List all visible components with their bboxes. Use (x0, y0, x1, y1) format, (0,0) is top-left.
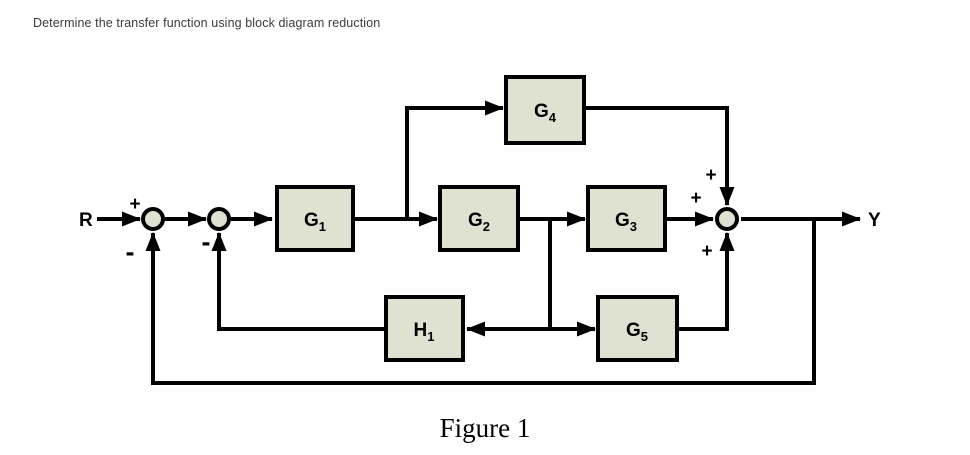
block-g2: G2 (438, 185, 520, 252)
block-g3-rect (586, 185, 667, 252)
wire-g5-to-sum3 (677, 232, 735, 331)
block-g4: G4 (504, 75, 586, 145)
wire-g4-to-sum3 (584, 106, 735, 206)
summing-junction-3 (715, 207, 739, 231)
block-g1: G1 (275, 185, 355, 252)
block-h1: H1 (384, 295, 465, 362)
block-g4-label: G4 (534, 101, 557, 125)
block-g5-rect (596, 295, 679, 362)
sum3-bottom-plus-sign: + (701, 241, 712, 262)
summing-junction-1 (141, 207, 165, 231)
wire-h1-to-sum2 (211, 232, 386, 331)
sum1-minus-sign: - (126, 237, 135, 267)
input-label: R (79, 210, 93, 231)
wire-branch-to-g4 (405, 100, 504, 219)
figure-caption: Figure 1 (439, 413, 531, 443)
block-g5-label: G5 (626, 320, 648, 344)
block-g1-label: G1 (304, 210, 326, 234)
block-g3: G3 (586, 185, 667, 252)
sum3-top-plus-sign: + (705, 165, 716, 186)
sum3-left-plus-sign: + (690, 188, 701, 209)
summing-junction-2 (207, 207, 231, 231)
sum2-minus-sign: - (202, 227, 211, 257)
block-g4-rect (504, 75, 586, 145)
block-h1-rect (384, 295, 465, 362)
block-h1-label: H1 (414, 320, 435, 344)
question-text: Determine the transfer function using bl… (33, 16, 381, 30)
block-g2-label: G2 (468, 210, 490, 234)
block-g5: G5 (596, 295, 679, 362)
sum1-plus-sign: + (129, 194, 140, 215)
block-g2-rect (438, 185, 520, 252)
block-g3-label: G3 (615, 210, 637, 234)
block-g1-rect (275, 185, 355, 252)
output-label: Y (868, 210, 881, 231)
wires (97, 100, 861, 385)
wire-output-feedback-to-sum1 (145, 219, 816, 385)
